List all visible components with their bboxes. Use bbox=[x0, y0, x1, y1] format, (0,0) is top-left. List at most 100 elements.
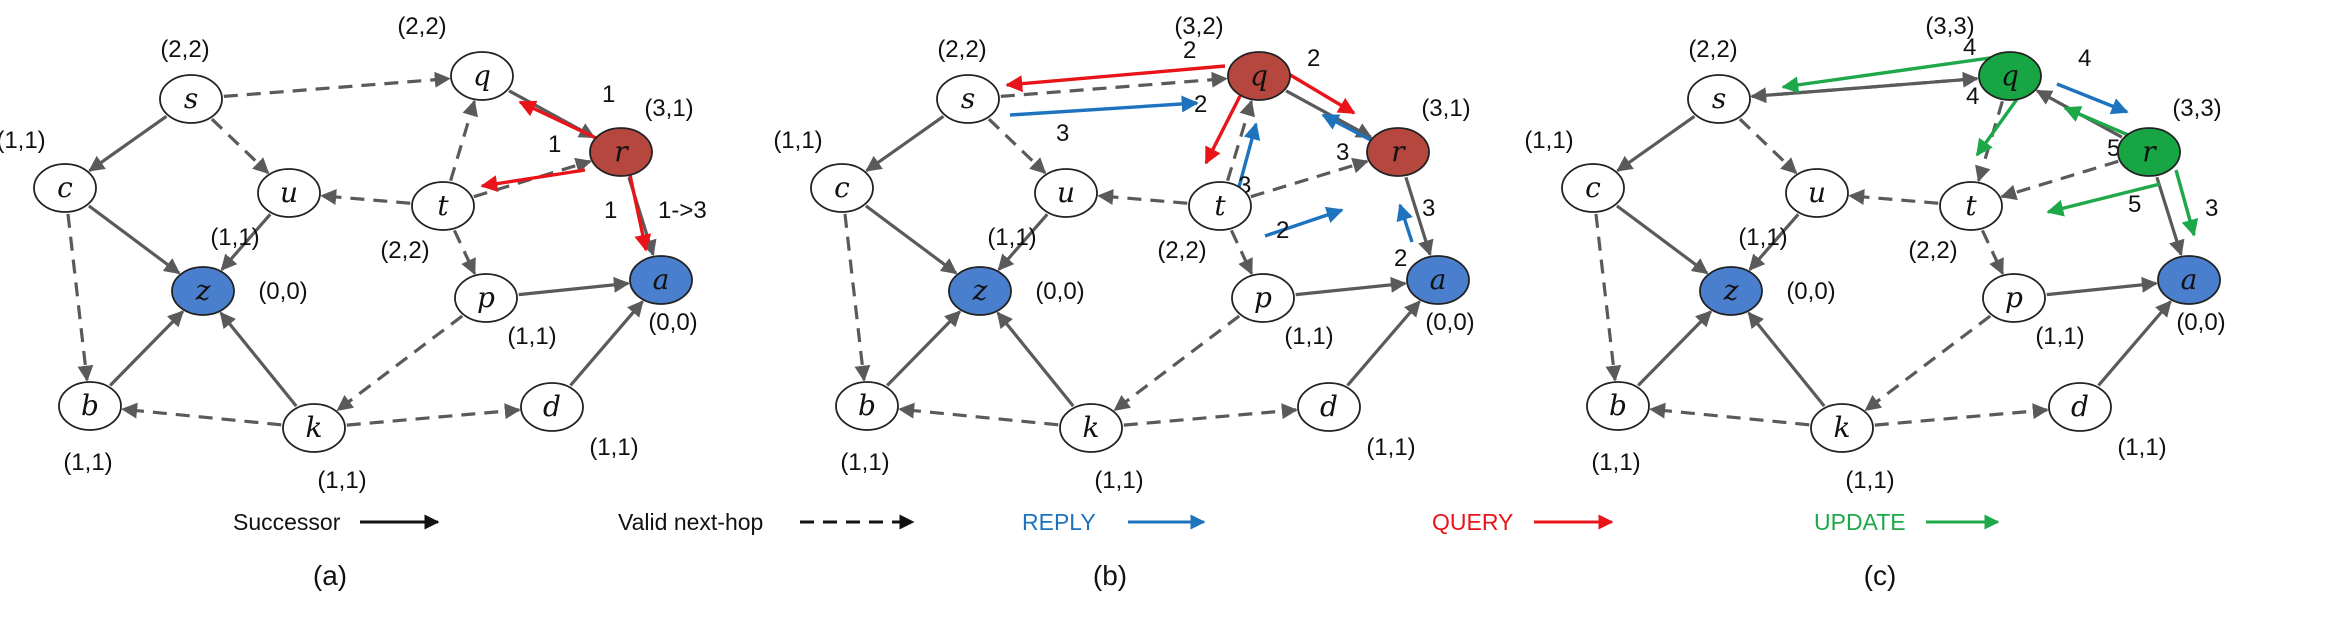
node-c: c bbox=[1561, 163, 1625, 213]
node-z-shape bbox=[171, 266, 235, 316]
node-s-shape bbox=[159, 74, 223, 124]
node-u-distance-label: (1,1) bbox=[987, 224, 1036, 251]
node-r-shape bbox=[2117, 127, 2181, 177]
node-t-shape bbox=[1188, 181, 1252, 231]
message-label: 3 bbox=[1422, 195, 1435, 222]
node-z-distance-label: (0,0) bbox=[258, 278, 307, 305]
node-u-shape bbox=[257, 168, 321, 218]
successor-edge-d-a bbox=[2097, 300, 2172, 387]
node-a-distance-label: (0,0) bbox=[648, 309, 697, 336]
node-a-shape bbox=[629, 255, 693, 305]
next-hop-edge-q-t bbox=[1975, 100, 2004, 183]
node-t-distance-label: (2,2) bbox=[380, 237, 429, 264]
node-d: d bbox=[1297, 382, 1361, 432]
node-z-distance-label: (0,0) bbox=[1035, 278, 1084, 305]
node-t-name: t bbox=[1214, 189, 1226, 222]
query-arrow bbox=[1204, 95, 1242, 165]
message-label: 1->3 bbox=[658, 197, 707, 224]
node-s-distance-label: (2,2) bbox=[937, 36, 986, 63]
node-s: s bbox=[936, 74, 1000, 124]
query-arrow bbox=[518, 100, 597, 140]
update-arrow bbox=[1781, 53, 2012, 94]
next-hop-edge-r-t bbox=[2000, 159, 2119, 201]
next-hop-edge-k-d bbox=[1874, 403, 2049, 427]
successor-edge-c-z bbox=[864, 204, 958, 275]
node-z: z bbox=[171, 266, 235, 316]
node-z: z bbox=[1699, 266, 1763, 316]
successor-edge-p-a bbox=[2046, 276, 2158, 297]
reply-arrow bbox=[1264, 206, 1344, 238]
message-label: 2 bbox=[1307, 45, 1320, 72]
node-s-shape bbox=[936, 74, 1000, 124]
reply-arrow bbox=[1234, 122, 1261, 199]
successor-edge-u-z bbox=[220, 213, 272, 271]
node-q: q bbox=[1227, 51, 1291, 101]
node-b: b bbox=[835, 381, 899, 431]
node-r: r bbox=[589, 127, 653, 177]
node-k-shape bbox=[282, 403, 346, 453]
node-r-name: r bbox=[1391, 135, 1406, 168]
node-r-distance-label: (3,1) bbox=[1421, 95, 1470, 122]
successor-edge-p-a bbox=[518, 276, 630, 297]
successor-edge-k-z bbox=[1747, 311, 1826, 408]
node-a-shape bbox=[2157, 255, 2221, 305]
query-arrow bbox=[1005, 64, 1226, 93]
node-u-distance-label: (1,1) bbox=[210, 224, 259, 251]
node-c-name: c bbox=[834, 171, 850, 204]
next-hop-edge-c-b bbox=[843, 213, 871, 382]
next-hop-edge-p-k bbox=[1864, 314, 1992, 412]
successor-edge-u-z bbox=[1748, 213, 1800, 271]
node-q: q bbox=[450, 51, 514, 101]
node-q-name: q bbox=[1250, 59, 1268, 92]
node-c-shape bbox=[810, 163, 874, 213]
node-k-name: k bbox=[1834, 411, 1851, 444]
message-label: 4 bbox=[1966, 83, 1979, 110]
node-a-name: a bbox=[653, 263, 670, 296]
next-hop-edge-k-b bbox=[121, 402, 282, 427]
reply-arrow bbox=[1396, 203, 1414, 243]
node-s-name: s bbox=[1712, 82, 1726, 115]
node-q-shape bbox=[450, 51, 514, 101]
node-s-name: s bbox=[184, 82, 198, 115]
successor-edge-b-z bbox=[109, 310, 184, 387]
node-r-distance-label: (3,1) bbox=[644, 95, 693, 122]
successor-edge-d-a bbox=[569, 300, 644, 387]
node-c: c bbox=[810, 163, 874, 213]
node-z-shape bbox=[948, 266, 1012, 316]
node-k-name: k bbox=[306, 411, 323, 444]
node-p-name: p bbox=[2005, 281, 2023, 314]
next-hop-edge-s-u bbox=[987, 117, 1047, 175]
node-b: b bbox=[58, 381, 122, 431]
node-u: u bbox=[257, 168, 321, 218]
node-p-distance-label: (1,1) bbox=[507, 323, 556, 350]
node-z-shape bbox=[1699, 266, 1763, 316]
node-b-shape bbox=[835, 381, 899, 431]
successor-edge-c-z bbox=[87, 204, 181, 275]
query-arrow bbox=[480, 168, 586, 193]
message-label: 1 bbox=[604, 197, 617, 224]
message-label: 4 bbox=[2078, 45, 2091, 72]
successor-edge-b-z bbox=[1637, 310, 1712, 387]
message-label: 4 bbox=[1963, 34, 1976, 61]
node-u: u bbox=[1034, 168, 1098, 218]
node-p: p bbox=[454, 273, 518, 323]
node-q-name: q bbox=[473, 59, 491, 92]
node-d-distance-label: (1,1) bbox=[2117, 434, 2166, 461]
legend-update-label: UPDATE bbox=[1814, 509, 1906, 535]
node-r-distance-label: (3,3) bbox=[2172, 95, 2221, 122]
message-label: 2 bbox=[1394, 245, 1407, 272]
node-a: a bbox=[629, 255, 693, 305]
node-c-distance-label: (1,1) bbox=[773, 127, 822, 154]
node-c-name: c bbox=[1585, 171, 1601, 204]
node-d-distance-label: (1,1) bbox=[1366, 434, 1415, 461]
node-k: k bbox=[282, 403, 346, 453]
node-r: r bbox=[1366, 127, 1430, 177]
node-d-shape bbox=[2048, 382, 2112, 432]
update-arrow bbox=[2046, 182, 2161, 217]
node-s-shape bbox=[1687, 74, 1751, 124]
node-a-name: a bbox=[2181, 263, 2198, 296]
successor-edge-r-a bbox=[1404, 176, 1434, 257]
next-hop-edge-t-u bbox=[320, 189, 411, 205]
